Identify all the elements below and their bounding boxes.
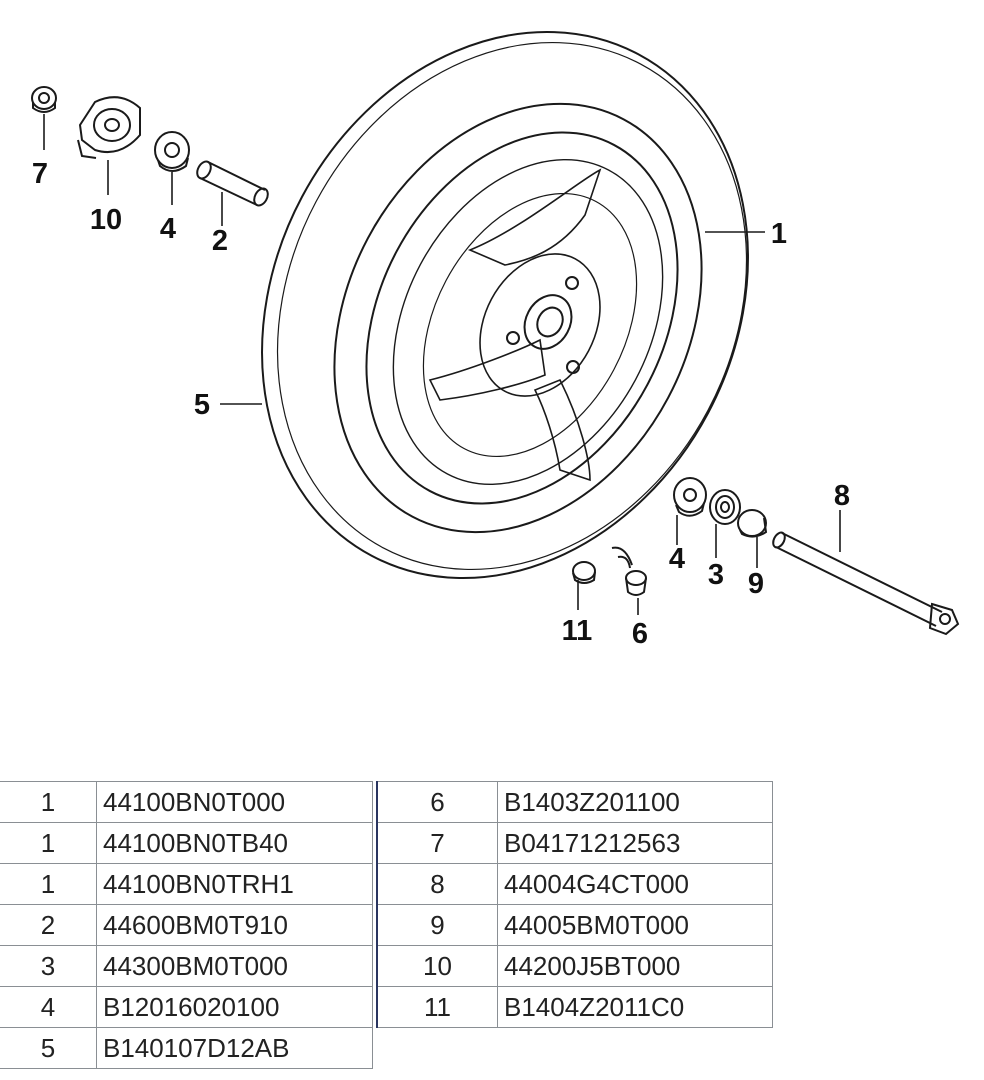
part-number-cell: B140107D12AB: [96, 1027, 373, 1069]
callout-4-lower: 4: [669, 543, 685, 575]
bushing-part-9: [737, 509, 768, 538]
ref-number-cell: 8: [376, 863, 498, 905]
part-number-cell: 44100BN0TB40: [96, 822, 373, 864]
part-number-cell: 44004G4CT000: [497, 863, 773, 905]
callout-3: 3: [708, 559, 724, 591]
ref-number-cell: 3: [0, 945, 97, 987]
wheel-rim-part-1: [365, 131, 679, 505]
ref-number-cell: 5: [0, 1027, 97, 1069]
ref-number-cell: 1: [0, 863, 97, 905]
ref-number-cell: 6: [376, 781, 498, 823]
ref-number-cell: 11: [376, 986, 498, 1028]
callout-6: 6: [632, 618, 648, 650]
ref-number-cell: 1: [0, 822, 97, 864]
part-number-cell: 44300BM0T000: [96, 945, 373, 987]
valve-part-6: [611, 546, 647, 596]
part-number-cell: B1404Z2011C0: [497, 986, 773, 1028]
collar-part-4-upper: [154, 131, 190, 172]
callout-leaders: [43, 114, 841, 615]
tire-part-5: [261, 30, 749, 580]
valve-cap-part-11: [572, 561, 596, 584]
part-number-cell: B12016020100: [96, 986, 373, 1028]
ref-number-cell: 1: [0, 781, 97, 823]
part-number-cell: 44100BN0TRH1: [96, 863, 373, 905]
part-number-cell: 44200J5BT000: [497, 945, 773, 987]
part-number-cell: 44100BN0T000: [96, 781, 373, 823]
part-number-cell: B1403Z201100: [497, 781, 773, 823]
axle-bolt-part-8: [772, 531, 960, 636]
ref-number-cell: 4: [0, 986, 97, 1028]
callout-4-upper: 4: [160, 213, 176, 245]
callout-9: 9: [748, 568, 764, 600]
ref-number-cell: 9: [376, 904, 498, 946]
ref-number-cell: 7: [376, 822, 498, 864]
callout-10: 10: [90, 204, 122, 236]
callout-1: 1: [771, 218, 787, 250]
ref-number-cell: 2: [0, 904, 97, 946]
callout-7: 7: [32, 158, 48, 190]
part-number-cell: 44600BM0T910: [96, 904, 373, 946]
callout-5: 5: [194, 389, 210, 421]
ref-number-cell: 10: [376, 945, 498, 987]
callout-8: 8: [834, 480, 850, 512]
collar-part-4-lower: [673, 477, 707, 517]
oil-seal-part-3: [709, 489, 741, 525]
part-number-cell: 44005BM0T000: [497, 904, 773, 946]
callout-11: 11: [562, 615, 593, 647]
spacer-tube-part-2: [196, 160, 269, 207]
nut-part-7: [31, 86, 57, 113]
callout-2: 2: [212, 225, 228, 257]
part-number-cell: B04171212563: [497, 822, 773, 864]
speedometer-gear-part-10: [77, 96, 141, 159]
wheel-exploded-diagram: 7 10 4 2 1 5 4 3 9 8 11 6: [31, 30, 960, 650]
